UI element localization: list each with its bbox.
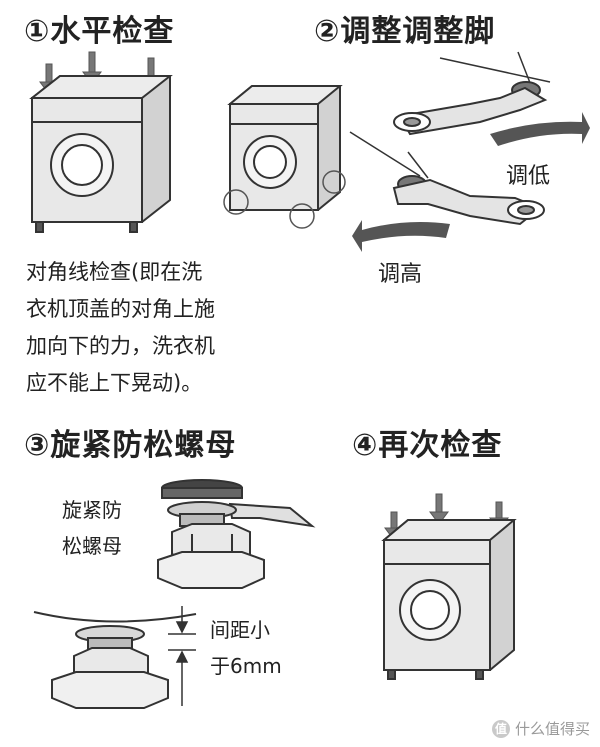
watermark: 值 什么值得买 <box>491 718 590 739</box>
locknut-label-line: 旋紧防 <box>62 498 122 522</box>
washing-machine-icon <box>227 85 343 211</box>
step-2-adjust-feet-figure <box>349 51 590 252</box>
step-2-washer-figure <box>223 85 346 229</box>
step-1-line: 衣机顶盖的对角上施 <box>26 297 215 321</box>
gap-measure-arrow-icon <box>168 606 196 706</box>
curved-arrow-lower-icon <box>490 112 590 146</box>
locknut-label: 旋紧防 松螺母 <box>62 492 122 564</box>
locknut-label-line: 松螺母 <box>62 534 122 558</box>
step-3-locknut-figure <box>157 479 316 589</box>
watermark-text: 什么值得买 <box>514 720 590 738</box>
foot-gap-icon <box>33 611 197 709</box>
gap-label-line: 间距小 <box>210 618 270 642</box>
step-1-line: 对角线检查(即在洗 <box>26 260 203 284</box>
step-3-gap-figure <box>33 606 197 709</box>
washing-machine-icon <box>381 519 517 680</box>
curved-arrow-raise-icon <box>352 220 450 252</box>
step-1-line: 加向下的力，洗衣机 <box>26 334 215 358</box>
step-1-washer-figure <box>29 51 173 233</box>
washing-machine-icon <box>29 75 173 233</box>
gap-label-line: 于6mm <box>210 654 282 678</box>
step-2-title: ②调整调整脚 <box>314 14 496 49</box>
foot-highlight-circle-icon <box>223 170 346 229</box>
step-4-title: ④再次检查 <box>352 428 503 463</box>
step-3-title: ③旋紧防松螺母 <box>24 428 237 463</box>
step-1-line: 应不能上下晃动)。 <box>26 371 203 395</box>
wrench-adjust-lower-icon <box>393 51 551 136</box>
locknut-wrench-icon <box>157 479 316 589</box>
adjust-lower-label: 调低 <box>506 164 551 189</box>
adjust-raise-label: 调高 <box>378 262 423 287</box>
step-4-washer-figure <box>381 493 517 680</box>
gap-label: 间距小 于6mm <box>210 612 282 684</box>
step-1-title: ①水平检查 <box>24 14 175 49</box>
watermark-badge-icon: 值 <box>491 719 510 738</box>
wrench-adjust-raise-icon <box>349 131 545 226</box>
step-1-description: 对角线检查(即在洗 衣机顶盖的对角上施 加向下的力，洗衣机 应不能上下晃动)。 <box>26 254 215 402</box>
